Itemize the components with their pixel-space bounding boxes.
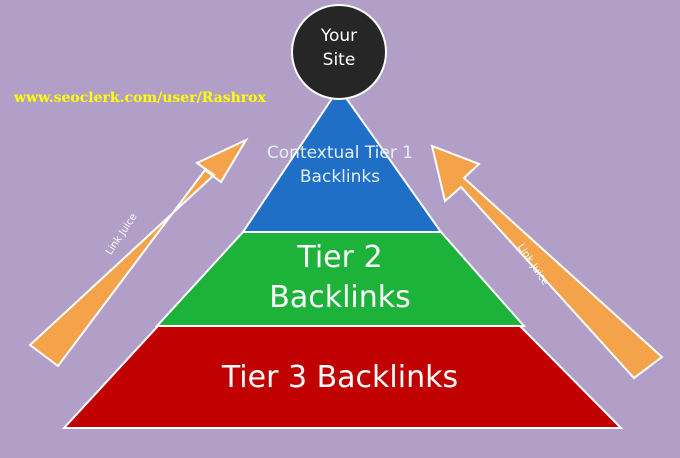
site-label-text: Your Site: [320, 26, 358, 70]
tier2-label: Tier 2 Backlinks: [220, 238, 460, 318]
tier1-label: Contextual Tier 1 Backlinks: [240, 141, 440, 189]
link-juice-arrow-right: [430, 144, 664, 380]
tier1-label-text: Contextual Tier 1 Backlinks: [266, 143, 414, 187]
tier3-label: Tier 3 Backlinks: [160, 356, 520, 400]
watermark-url: www.seoclerk.com/user/Rashrox: [14, 90, 266, 106]
tier2-label-text: Tier 2 Backlinks: [269, 240, 411, 315]
link-juice-arrow-left: [28, 137, 249, 368]
tier3-label-text: Tier 3 Backlinks: [221, 360, 459, 395]
site-circle: [291, 4, 387, 100]
tier1-segment: [241, 86, 443, 233]
site-label: Your Site: [291, 24, 387, 72]
